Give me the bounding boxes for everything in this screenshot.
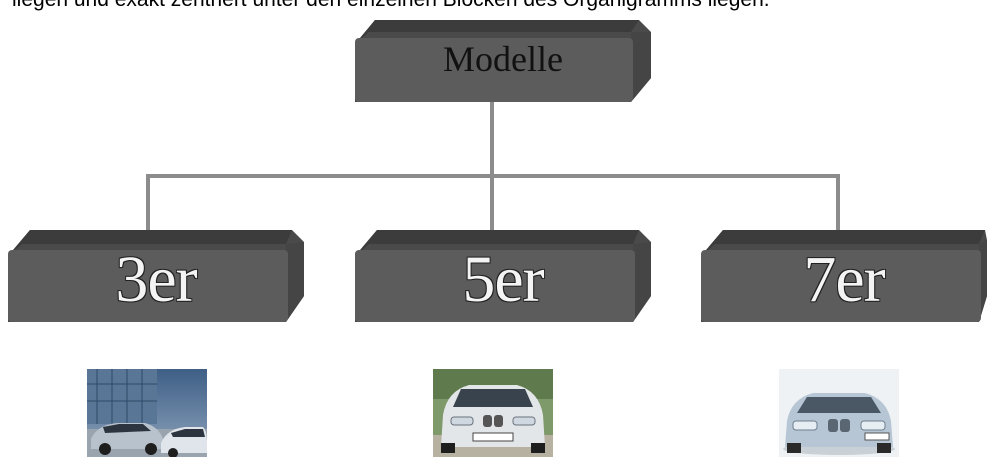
org-box-3er: 3er <box>8 230 304 322</box>
car-photo-3er-icon <box>87 369 207 457</box>
car-photo-7er-icon <box>779 369 899 457</box>
box-3d-shape <box>355 230 651 322</box>
org-box-root: Modelle <box>355 20 651 102</box>
org-box-7er: 7er <box>701 230 987 322</box>
org-box-5er: 5er <box>355 230 651 322</box>
box-3d-shape <box>355 20 651 102</box>
box-3d-shape <box>701 230 987 322</box>
caption-text: liegen und exakt zentriert unter den ein… <box>12 0 770 12</box>
car-photo-5er-icon <box>433 369 553 457</box>
child-label-5er: 5er <box>462 243 544 316</box>
child-label-3er: 3er <box>115 243 197 316</box>
root-label: Modelle <box>443 39 563 79</box>
child-label-7er: 7er <box>803 243 885 316</box>
box-3d-shape <box>8 230 304 322</box>
